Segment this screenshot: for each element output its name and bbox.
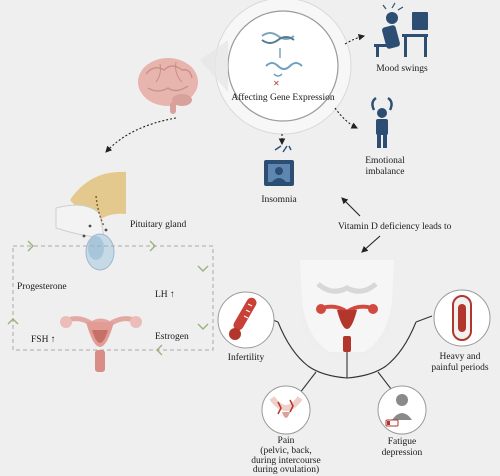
emotional-imbalance-label-line2: imbalance [365, 167, 405, 177]
progesterone-label: Progesterone [17, 282, 67, 292]
estrogen-label: Estrogen [155, 332, 189, 342]
feedback-arrowheads [7, 240, 209, 356]
uterus-icon [60, 316, 142, 372]
pain-label-line2: (pelvic, back, [260, 446, 312, 456]
fatigue-label-line2: depression [381, 448, 423, 458]
lh-label: LH ↑ [155, 290, 175, 300]
flow-arrows [105, 33, 381, 253]
pituitary-icon [55, 171, 126, 271]
thermometer-icon [217, 291, 275, 349]
pain-label-line4: during ovulation) [252, 465, 320, 475]
pain-pelvis-icon [261, 385, 311, 435]
brain-icon [138, 58, 198, 114]
gene-expression-circle [200, 0, 352, 135]
heavy-periods-label-line1: Heavy and [439, 352, 481, 362]
pain-label-line1: Pain [277, 436, 295, 446]
infertility-label: Infertility [227, 353, 265, 363]
dna-icon: ✕ [261, 32, 303, 88]
fsh-label: FSH ↑ [31, 335, 56, 345]
desk-stress-icon [374, 2, 428, 57]
fatigue-person-icon [377, 385, 427, 435]
vitamin-d-label: Vitamin D deficiency leads to [338, 222, 452, 232]
pelvis-icon [297, 260, 397, 364]
stressed-person-icon [371, 97, 393, 148]
insomnia-label: Insomnia [261, 195, 297, 205]
pain-label-line3: during intercourse [251, 456, 321, 466]
period-pad-icon [433, 289, 491, 347]
pituitary-label: Pituitary gland [130, 220, 187, 230]
gene-expression-label: Affecting Gene Expression [231, 93, 335, 103]
insomnia-monitor-icon [264, 145, 294, 186]
heavy-periods-label-line2: painful periods [431, 363, 489, 373]
mood-swings-label: Mood swings [376, 64, 428, 74]
fatigue-label-line1: Fatigue [387, 437, 417, 447]
hormone-feedback-loop [12, 245, 214, 351]
emotional-imbalance-label-line1: Emotional [365, 156, 405, 166]
svg-text:✕: ✕ [273, 79, 280, 88]
